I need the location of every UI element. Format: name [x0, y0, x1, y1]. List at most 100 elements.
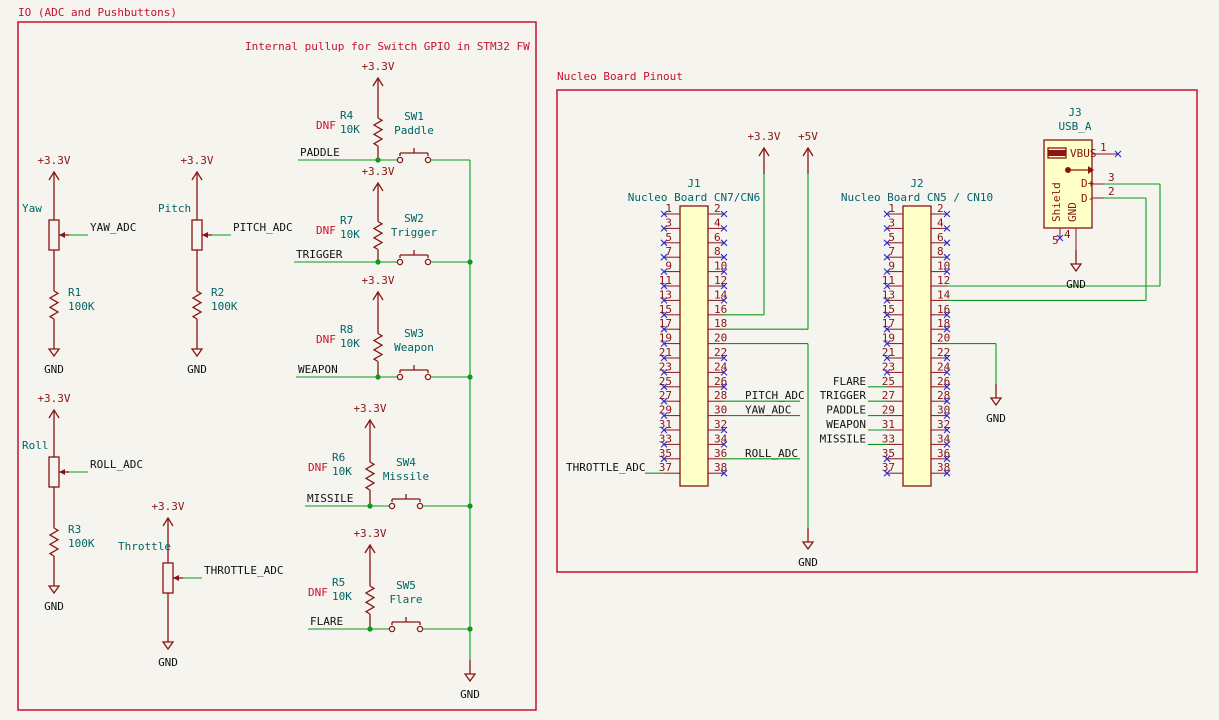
adc-net-label: PITCH_ADC [233, 221, 293, 234]
dnf-label: DNF [316, 333, 336, 346]
header-body [679, 205, 709, 487]
gnd-label: GND [986, 412, 1006, 425]
j1-net-roll: ROLL_ADC [745, 447, 798, 460]
gnd-label: GND [798, 556, 818, 569]
switch-ref: SW5 [396, 579, 416, 592]
switch-res-value: 10K [332, 465, 352, 478]
pin-number: 1 [888, 202, 895, 215]
j1-net-throttle: THROTTLE_ADC [566, 461, 645, 474]
power-label: +3.3V [180, 154, 213, 167]
j2-net-missile: MISSILE [820, 432, 866, 445]
no-connect-mark [720, 268, 728, 275]
no-connect-mark [943, 383, 951, 391]
no-connect-mark [883, 268, 891, 275]
gnd-label: GND [187, 363, 207, 376]
pin-number: 5 [665, 231, 672, 244]
switch-net-label: TRIGGER [296, 248, 343, 261]
switch-net-label: WEAPON [298, 363, 338, 376]
resistor-value: 100K [211, 300, 238, 313]
pin-number: 22 [937, 346, 950, 359]
gnd-symbol [161, 641, 175, 651]
switch-contact [396, 156, 404, 164]
switch-net-label: MISSILE [307, 492, 353, 505]
power-label: +3.3V [353, 527, 386, 540]
resistor-ref: R3 [68, 523, 81, 536]
usb-vbus-label: VBUS [1070, 147, 1097, 160]
no-connect-mark [720, 225, 728, 232]
switch-contact [416, 625, 424, 633]
pin-number: 29 [882, 404, 895, 417]
pot-wiper-arrow [59, 469, 65, 475]
usb-dm-label: D- [1081, 192, 1094, 205]
no-connect-mark [660, 253, 668, 261]
pot-body [162, 562, 174, 594]
pin-number: 37 [659, 461, 672, 474]
gnd-label: GND [44, 600, 64, 613]
switch-contact [388, 625, 396, 633]
pin-number: 16 [937, 303, 950, 316]
no-connect-mark [883, 297, 891, 304]
pin-number: 7 [665, 245, 672, 258]
no-connect-mark [883, 469, 891, 477]
gnd-symbol [190, 348, 204, 358]
pin-number: 3 [665, 216, 672, 229]
gnd-symbol [989, 397, 1003, 407]
usb-pin-number: 2 [1108, 185, 1115, 198]
io-sheet-frame [17, 21, 537, 711]
no-connect-mark [943, 268, 951, 275]
no-connect-mark [660, 325, 668, 333]
dnf-label: DNF [316, 224, 336, 237]
switch-res-value: 10K [340, 337, 360, 350]
nucleo-sheet-frame [556, 89, 1198, 573]
no-connect-mark [943, 369, 951, 376]
pin-number: 6 [714, 231, 721, 244]
pin-number: 30 [714, 404, 727, 417]
pin-number: 38 [937, 461, 950, 474]
no-connect-mark [943, 455, 951, 463]
pin-number: 34 [937, 432, 951, 445]
power-arrow [364, 418, 376, 429]
power-arrow [48, 170, 60, 181]
no-connect-mark [720, 354, 728, 362]
resistor-body [372, 332, 384, 363]
pin-number: 14 [714, 288, 728, 301]
junction-dot [375, 259, 381, 265]
usb-pin-number: 5 [1052, 234, 1059, 247]
pin-number: 30 [937, 404, 950, 417]
switch-ref: SW4 [396, 456, 416, 469]
no-connect-mark [720, 210, 728, 218]
no-connect-mark [720, 469, 728, 477]
no-connect-mark [883, 369, 891, 376]
power-arrow [372, 181, 384, 192]
pin-number: 6 [937, 231, 944, 244]
switch-res-value: 10K [332, 590, 352, 603]
power-label: +3.3V [361, 60, 394, 73]
no-connect-mark [720, 426, 728, 434]
junction-dot [375, 374, 381, 380]
switch-name: Paddle [394, 124, 434, 137]
resistor-body [372, 117, 384, 147]
power-arrow [758, 146, 770, 157]
no-connect-mark [720, 297, 728, 304]
no-connect-mark [660, 354, 668, 362]
no-connect-mark [943, 441, 951, 448]
power-label: +3.3V [361, 165, 394, 178]
no-connect-mark [660, 210, 668, 218]
no-connect-mark [943, 325, 951, 333]
resistor-value: 100K [68, 300, 95, 313]
pin-number: 9 [665, 260, 672, 273]
power-arrow [162, 516, 174, 527]
io-section: +3.3VYawYAW_ADCR1100KGND+3.3VPitchPITCH_… [22, 154, 293, 669]
switch-res-value: 10K [340, 123, 360, 136]
switch-ref: SW2 [404, 212, 424, 225]
no-connect-mark [943, 354, 951, 362]
resistor-ref: R2 [211, 286, 224, 299]
power-arrow [191, 170, 203, 181]
dnf-label: DNF [308, 586, 328, 599]
no-connect-mark [660, 311, 668, 319]
pin-number: 36 [714, 447, 727, 460]
pin-number: 25 [882, 375, 895, 388]
j1-ref: J1 [687, 177, 700, 190]
pin-number: 24 [714, 360, 728, 373]
